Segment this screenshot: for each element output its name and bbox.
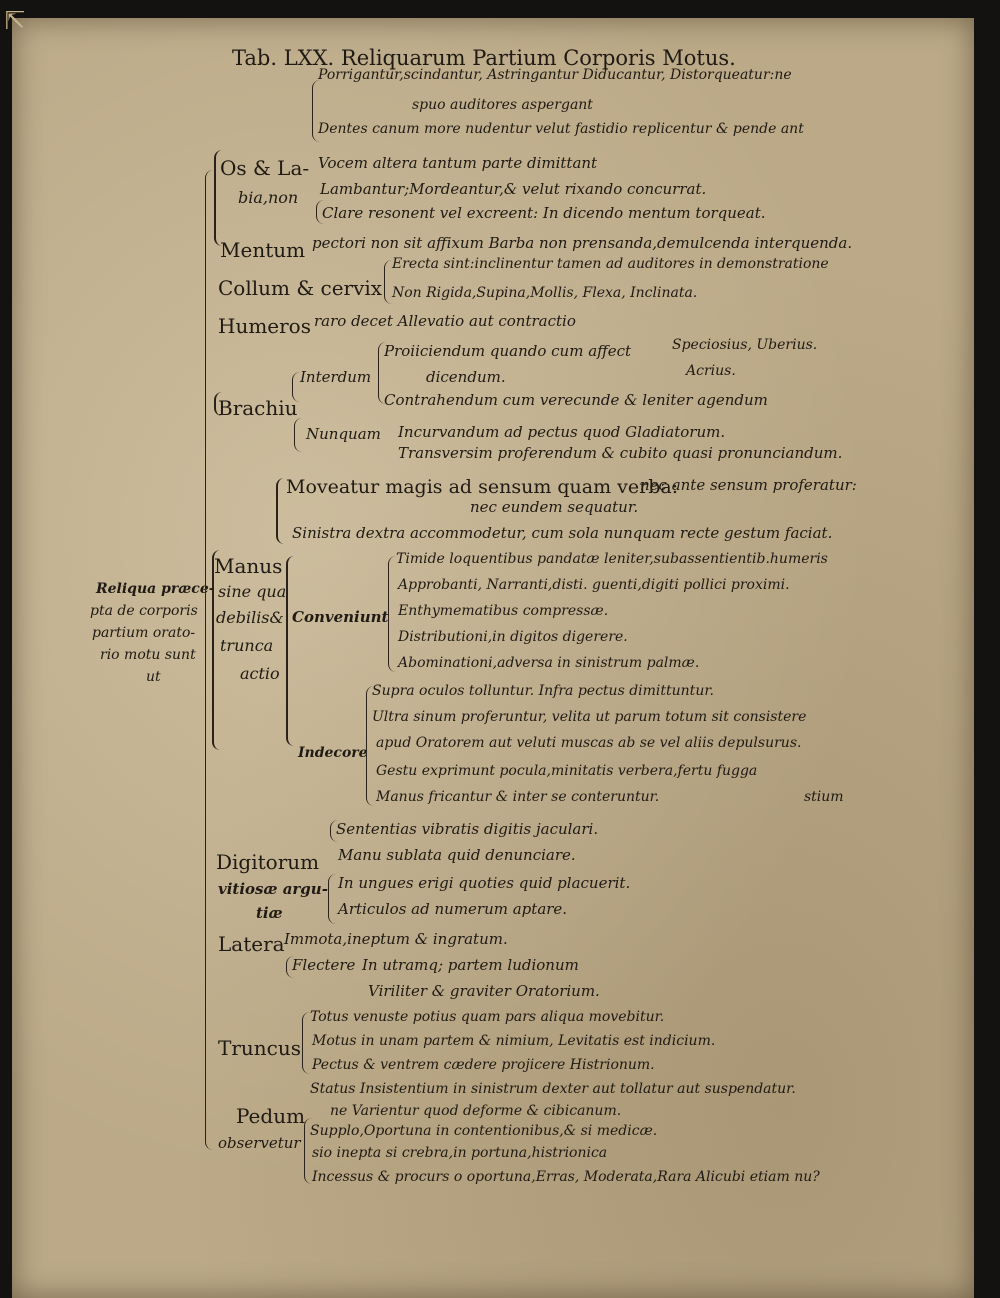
digitorum-vitiosa-1: vitiosæ argu-: [218, 880, 328, 898]
digitorum-1: Sententias vibratis digitis jaculari.: [336, 820, 599, 838]
proiiciendum: Proiiciendum quando cum affect: [384, 342, 632, 360]
brace-manus: [212, 550, 221, 750]
digitorum-vitiosa-2: tiæ: [256, 904, 283, 922]
manus-sine-2: debilis&: [216, 608, 284, 627]
corner-arrow-icon: ⇱: [4, 6, 26, 36]
humeros-label: Humeros: [218, 314, 311, 338]
nunquam-label: Nunquam: [306, 425, 381, 443]
brace-interdum-items: [378, 342, 386, 404]
page-title: Tab. LXX. Reliquarum Partium Corporis Mo…: [232, 46, 736, 70]
conveniunt-5: Abominationi,adversa in sinistrum palmæ.: [398, 655, 700, 671]
pedum-5: Incessus & procurs o oportuna,Erras, Mod…: [312, 1169, 820, 1185]
pedum-1: Status Insistentium in sinistrum dexter …: [310, 1081, 796, 1097]
brace-brachiu: [214, 392, 223, 416]
os-row5: Clare resonent vel excreent: In dicendo …: [322, 204, 766, 222]
brachiu-label: Brachiu: [218, 396, 298, 420]
sinistra: Sinistra dextra accommodetur, cum sola n…: [292, 524, 833, 542]
os-row4: Lambantur;Mordeantur,& velut rixando con…: [320, 180, 707, 198]
truncus-1: Totus venuste potius quam pars aliqua mo…: [310, 1009, 665, 1025]
pedum-4: sio inepta si crebra,in portuna,histrion…: [312, 1145, 608, 1161]
latera-1: Immota,ineptum & ingratum.: [284, 930, 508, 948]
pedum-2: ne Varientur quod deforme & cibicanum.: [330, 1103, 622, 1119]
main-brace: [205, 170, 213, 1150]
acrius: Acrius.: [686, 363, 736, 379]
collum-row2: Non Rigida,Supina,Mollis, Flexa, Inclina…: [392, 285, 698, 301]
indecore-2: Ultra sinum proferuntur, velita ut parum…: [372, 709, 807, 725]
sidebar-line-5: ut: [146, 669, 161, 685]
brace-os-upper: [312, 80, 320, 142]
incurvandum: Incurvandum ad pectus quod Gladiatorum.: [398, 423, 726, 441]
brace-digitorum-top: [330, 820, 338, 842]
os-row1a: Porrigantur,scindantur, Astringantur Did…: [318, 67, 792, 83]
indecore-3: apud Oratorem aut veluti muscas ab se ve…: [376, 735, 802, 751]
indecore-5: Manus fricantur & inter se conteruntur.: [376, 789, 660, 805]
latera-4: Viriliter & graviter Oratorium.: [368, 982, 600, 1000]
brace-collum: [384, 260, 392, 304]
brace-latera: [286, 956, 294, 978]
interdum-label: Interdum: [300, 368, 372, 386]
conveniunt-1: Timide loquentibus pandatæ leniter,subas…: [396, 551, 828, 567]
sidebar-line-4: rio motu sunt: [100, 647, 196, 663]
digitorum-4: Articulos ad numerum aptare.: [338, 900, 568, 918]
sidebar-line-1: Reliqua præce-: [96, 581, 215, 597]
manus-label: Manus: [214, 554, 283, 578]
conveniunt-3: Enthymematibus compressæ.: [398, 603, 609, 619]
manuscript-page: [12, 18, 974, 1298]
latera-3: In utramq; partem ludionum: [362, 956, 579, 974]
mentum-text: pectori non sit affixum Barba non prensa…: [312, 234, 853, 252]
collum-label: Collum & cervix: [218, 276, 383, 300]
brace-digitorum: [328, 874, 336, 924]
indecore-label: Indecore: [298, 745, 368, 761]
latera-label: Latera: [218, 932, 285, 956]
transversim: Transversim proferendum & cubito quasi p…: [398, 444, 843, 462]
brace-truncus: [302, 1012, 310, 1074]
brace-pedum: [304, 1118, 312, 1184]
brace-os-lower: [316, 200, 324, 224]
os-row2: Dentes canum more nudentur velut fastidi…: [318, 121, 804, 137]
brace-indecore: [366, 686, 374, 806]
pedum-label: Pedum: [236, 1104, 306, 1128]
moveatur-a: Moveatur magis ad sensum quam verba:: [286, 476, 679, 498]
manus-sine-1: sine qua: [218, 582, 287, 601]
collum-row1: Erecta sint:inclinentur tamen ad auditor…: [392, 256, 829, 272]
sidebar-line-2: pta de corporis: [90, 603, 198, 619]
sidebar-line-3: partium orato-: [92, 625, 196, 641]
brace-conveniunt: [388, 556, 396, 672]
digitorum-label: Digitorum: [216, 850, 320, 874]
latera-2: Flectere: [292, 956, 356, 974]
manus-sine-4: actio: [240, 664, 280, 683]
indecore-1: Supra oculos tolluntur. Infra pectus dim…: [372, 683, 714, 699]
truncus-3: Pectus & ventrem cædere projicere Histri…: [312, 1057, 655, 1073]
os-row1b: spuo auditores aspergant: [412, 97, 593, 113]
os-row3: Vocem altera tantum parte dimittant: [318, 154, 598, 172]
brace-os: [214, 150, 223, 246]
truncus-label: Truncus: [218, 1036, 302, 1060]
conveniunt-label: Conveniunt: [292, 608, 389, 626]
mentum-label: Mentum: [220, 238, 306, 262]
brace-manus-items: [286, 556, 295, 746]
conveniunt-2: Approbanti, Narranti,disti. guenti,digit…: [398, 577, 790, 593]
truncus-2: Motus in unam partem & nimium, Levitatis…: [312, 1033, 716, 1049]
digitorum-2: Manu sublata quid denunciare.: [338, 846, 576, 864]
moveatur-b: nec ante sensum proferatur:: [640, 476, 857, 494]
speciosius: Speciosius, Uberius.: [672, 337, 818, 353]
contrahendum: Contrahendum cum verecunde & leniter age…: [384, 391, 768, 409]
digitorum-3: In ungues erigi quoties quid placuerit.: [338, 874, 631, 892]
conveniunt-4: Distributioni,in digitos digerere.: [398, 629, 628, 645]
brace-interdum: [292, 372, 300, 402]
os-label: Os & La-: [220, 156, 310, 180]
pedum-label-2: observetur: [218, 1134, 301, 1152]
brace-manus-top: [276, 478, 285, 544]
brace-nunquam: [294, 418, 302, 452]
os-label-2: bia,non: [238, 188, 299, 207]
indecore-stium: stium: [804, 789, 844, 805]
dicendum: dicendum.: [426, 368, 506, 386]
indecore-4: Gestu exprimunt pocula,minitatis verbera…: [376, 763, 758, 779]
nec-eundem: nec eundem sequatur.: [470, 498, 639, 516]
pedum-3: Supplo,Oportuna in contentionibus,& si m…: [310, 1123, 658, 1139]
manus-sine-3: trunca: [220, 636, 274, 655]
humeros-text: raro decet Allevatio aut contractio: [314, 312, 576, 330]
